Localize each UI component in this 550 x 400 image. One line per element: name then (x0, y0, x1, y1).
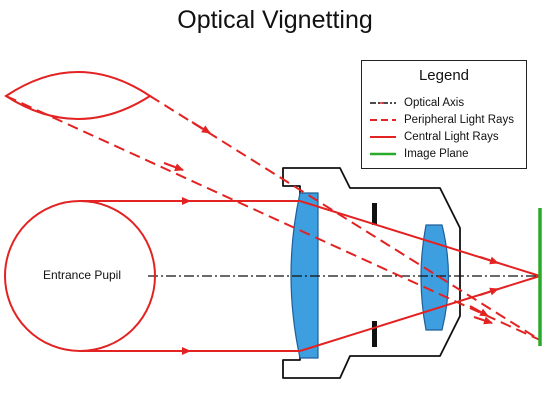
legend-item-image-plane: Image Plane (370, 146, 522, 162)
aperture-stop-bottom (372, 321, 377, 347)
central-ray-bottom-converge (299, 275, 541, 352)
legend-item-optical-axis: Optical Axis (370, 95, 522, 111)
central-arrow-upper (479, 256, 499, 265)
legend-label-peripheral-rays: Peripheral Light Rays (404, 114, 514, 126)
off-axis-pupil (4, 71, 152, 120)
legend-label-image-plane: Image Plane (404, 148, 469, 160)
peripheral-ray-lower (5, 95, 541, 341)
rear-lens (420, 224, 450, 331)
diagram-title: Optical Vignetting (177, 6, 373, 34)
legend-item-central-rays: Central Light Rays (370, 129, 522, 145)
central-rays-swatch (370, 136, 396, 138)
peripheral-rays-swatch (370, 119, 396, 121)
central-arrow-lower (479, 287, 499, 296)
legend-item-peripheral-rays: Peripheral Light Rays (370, 112, 522, 128)
peripheral-arrow-1 (191, 121, 211, 134)
entrance-pupil-label: Entrance Pupil (42, 268, 122, 282)
legend-label-optical-axis: Optical Axis (404, 97, 465, 109)
peripheral-arrow-4 (473, 316, 493, 325)
peripheral-arrow-3 (469, 305, 489, 317)
peripheral-ray-upper (149, 95, 541, 341)
central-ray-top-converge (299, 200, 541, 277)
legend-label-central-rays: Central Light Rays (404, 131, 499, 143)
aperture-stop-top (372, 203, 377, 225)
front-lens (290, 192, 319, 359)
peripheral-arrow-2 (163, 162, 184, 171)
legend: Legend Optical Axis Peripheral Light Ray… (361, 60, 527, 169)
legend-title: Legend (418, 67, 470, 84)
image-plane-swatch (370, 152, 396, 156)
optical-axis-swatch (370, 102, 396, 104)
